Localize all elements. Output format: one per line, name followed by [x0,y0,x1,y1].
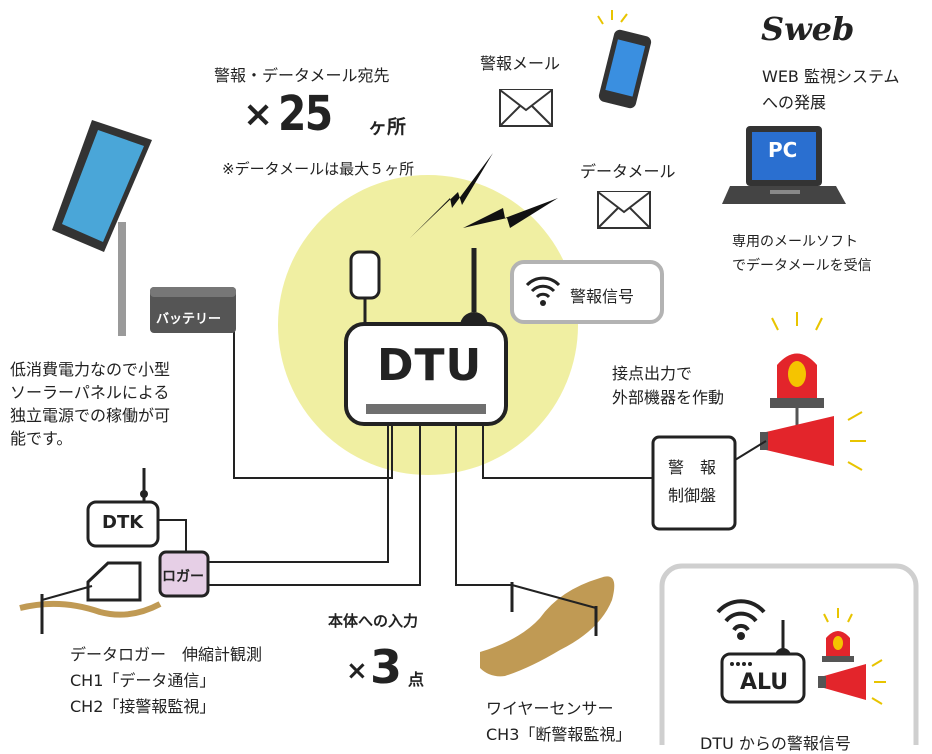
laptop-icon [722,126,846,204]
extensometer-icon [19,561,162,634]
smartphone-icon [597,10,652,109]
alarm-control-panel [651,435,737,531]
logger-caption: データロガー 伸縮計観測 CH1「データ通信」 CH2「接警報監視」 [70,645,263,716]
dtu-unit [344,322,508,426]
pc-caption: 専用のメールソフト でデータメールを受信 [732,234,872,274]
solar-panel-icon [52,120,152,336]
wire-sensor-icon [480,576,615,677]
pc-screen-label: PC [768,138,798,162]
dtk-unit [86,500,160,548]
inputs-times-symbol: × [346,656,368,686]
sweb-logo: Sweb [761,10,855,48]
alu-caption: DTU からの警報信号 [700,734,851,753]
alarm-signal-label: 警報信号 [570,287,635,306]
alu-siren-icon [818,608,886,705]
siren-beacon-icon [734,312,866,471]
sweb-tagline: WEB 監視システム への発展 [762,67,900,112]
wire-sensor-caption: ワイヤーセンサー CH3「断警報監視」 [486,699,632,744]
mail-note: ※データメールは最大５ヶ所 [222,160,415,178]
data-mail-envelope-icon [597,191,651,229]
inputs-label: 本体への入力 [328,612,419,630]
alu-unit [720,652,806,704]
inputs-count: 3 [370,640,403,694]
logger-unit [158,550,210,598]
logger-label: ロガー [162,569,204,585]
dtu-status-bar [366,404,486,414]
dtu-gps-antenna [349,250,381,300]
battery-icon [150,287,236,333]
wiring [158,330,653,586]
lightning-icon [410,153,558,238]
alarm-mail-envelope-icon [499,89,553,127]
mail-unit: ヶ所 [368,116,407,138]
alarm-signal-frame [510,260,664,324]
battery-label: バッテリー [156,312,222,327]
contact-output-caption: 接点出力で 外部機器を作動 [612,364,725,407]
alarm-mail-label: 警報メール [480,54,561,73]
dtk-label: DTK [102,512,144,533]
alu-label: ALU [740,670,789,695]
mail-recipients-label: 警報・データメール宛先 [214,66,390,85]
dtu-label: DTU [377,340,483,391]
solar-caption: 低消費電力なので小型 ソーラーパネルによる 独立電源での稼働が可 能です。 [10,360,171,448]
data-mail-label: データメール [580,162,676,181]
mail-count: 25 [278,86,333,142]
inputs-unit: 点 [408,670,425,689]
mail-times-symbol: × [243,94,274,135]
wifi-icon [525,276,561,299]
control-panel-label: 警 報 制御盤 [668,458,717,505]
alu-wifi-icon [716,599,766,632]
